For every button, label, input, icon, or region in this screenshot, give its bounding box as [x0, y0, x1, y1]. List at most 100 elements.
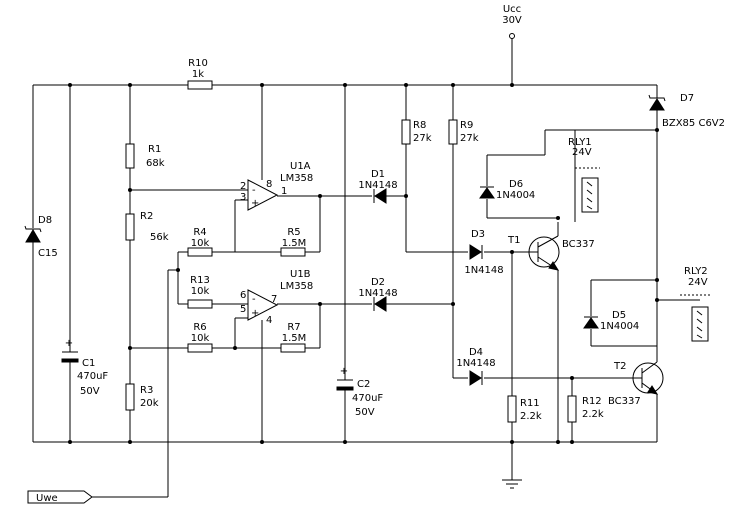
d4-ref: D4	[469, 347, 483, 358]
u1b-pin5: 5	[240, 304, 246, 315]
resistor-r3: R3 20k	[125, 383, 159, 411]
r2-value: 56k	[150, 232, 169, 243]
c1-plus: +	[65, 338, 73, 349]
r10-value: 1k	[192, 69, 204, 80]
d6-ref: D6	[509, 179, 523, 190]
resistor-r8: R8 27k	[401, 119, 432, 145]
opamp-u1b: - + 6 5 4 7 U1B LM358	[240, 269, 313, 326]
rly2-ref: RLY2	[684, 266, 708, 277]
resistor-r6: R6 10k	[187, 322, 213, 353]
d6-value: 1N4004	[496, 190, 535, 201]
diode-d1: D1 1N4148	[358, 169, 398, 204]
r8-value: 27k	[413, 133, 432, 144]
d8-ref: D8	[38, 215, 52, 226]
u1b-pin7: 7	[271, 294, 277, 305]
rly2-value: 24V	[688, 277, 708, 288]
diode-d5: D5 1N4004	[583, 310, 639, 332]
r9-value: 27k	[460, 133, 479, 144]
transistor-t1: T1 BC337	[507, 235, 595, 271]
diode-d2: D2 1N4148	[358, 277, 398, 312]
r3-ref: R3	[140, 385, 153, 396]
u1a-pin8: 8	[266, 179, 272, 190]
d2-value: 1N4148	[358, 288, 397, 299]
u1b-plus: +	[251, 308, 259, 319]
u1b-pin6: 6	[240, 290, 246, 301]
d3-value: 1N4148	[464, 265, 503, 276]
relay-rly1: RLY1 24V	[568, 137, 600, 213]
input-label: Uwe	[36, 493, 58, 504]
transistor-t2: T2 BC337	[608, 361, 664, 407]
t2-value: BC337	[608, 396, 641, 407]
opamp-u1a: - + 2 3 8 1 U1A LM358	[240, 161, 313, 211]
input-terminal: Uwe	[27, 490, 93, 504]
u1a-value: LM358	[280, 173, 313, 184]
d8-value: C15	[38, 248, 58, 259]
supply-value: 30V	[502, 15, 522, 26]
zener-d8: D8 C15	[24, 215, 58, 259]
r4-value: 10k	[191, 238, 210, 249]
u1a-plus: +	[251, 198, 259, 209]
d4-value: 1N4148	[456, 358, 495, 369]
diode-d6: D6 1N4004	[479, 179, 535, 201]
d2-ref: D2	[371, 277, 385, 288]
r11-ref: R11	[520, 398, 540, 409]
u1b-pin4: 4	[266, 315, 272, 326]
junction-dots	[68, 83, 659, 444]
d1-ref: D1	[371, 169, 385, 180]
rly1-ref: RLY1	[568, 137, 592, 148]
u1b-minus: -	[252, 294, 256, 305]
r13-ref: R13	[190, 275, 210, 286]
u1a-pin3: 3	[240, 192, 246, 203]
resistor-r9: R9 27k	[448, 119, 479, 145]
supply-terminal: Ucc 30V	[502, 4, 522, 39]
d1-value: 1N4148	[358, 180, 397, 191]
capacitor-c2: + C2 470uF 50V	[336, 366, 383, 418]
c2-ref: C2	[357, 379, 370, 390]
c2-value: 470uF	[352, 393, 383, 404]
d5-ref: D5	[612, 310, 626, 321]
t1-ref: T1	[507, 235, 520, 246]
resistor-r5: R5 1.5M	[280, 227, 307, 257]
u1a-minus: -	[252, 185, 256, 196]
r13-value: 10k	[191, 286, 210, 297]
diode-d4: D4 1N4148	[456, 347, 496, 386]
r4-ref: R4	[193, 227, 206, 238]
u1b-value: LM358	[280, 281, 313, 292]
resistor-r4: R4 10k	[187, 227, 213, 257]
relay-rly2: RLY2 24V	[680, 266, 710, 342]
r11-value: 2.2k	[520, 411, 542, 422]
r5-ref: R5	[287, 227, 300, 238]
zener-d7: D7 BZX85 C6V2	[648, 93, 725, 129]
resistor-r10: R10 1k	[187, 58, 213, 90]
capacitor-c1: + C1 470uF 50V	[61, 338, 108, 397]
r5-value: 1.5M	[282, 238, 307, 249]
resistor-r2: R2 56k	[125, 211, 169, 243]
u1a-ref: U1A	[290, 161, 311, 172]
rly1-value: 24V	[572, 147, 592, 158]
r12-value: 2.2k	[582, 409, 604, 420]
d7-ref: D7	[680, 93, 694, 104]
r7-value: 1.5M	[282, 333, 307, 344]
resistor-r13: R13 10k	[187, 275, 213, 309]
u1a-pin1: 1	[281, 186, 287, 197]
r10-ref: R10	[188, 58, 208, 69]
u1a-pin2: 2	[240, 181, 246, 192]
r1-ref: R1	[148, 144, 161, 155]
resistor-r1: R1 68k	[125, 143, 165, 169]
t2-ref: T2	[613, 361, 626, 372]
u1b-ref: U1B	[290, 269, 311, 280]
d5-value: 1N4004	[600, 321, 639, 332]
c2-voltage: 50V	[355, 407, 375, 418]
r1-value: 68k	[146, 158, 165, 169]
r2-ref: R2	[140, 211, 153, 222]
t1-value: BC337	[562, 239, 595, 250]
ground-symbol	[502, 479, 522, 489]
c2-plus: +	[340, 366, 348, 377]
r12-ref: R12	[582, 396, 602, 407]
r3-value: 20k	[140, 398, 159, 409]
r8-ref: R8	[413, 120, 426, 131]
d7-value: BZX85 C6V2	[662, 118, 725, 129]
wires	[32, 38, 700, 498]
d3-ref: D3	[471, 229, 485, 240]
